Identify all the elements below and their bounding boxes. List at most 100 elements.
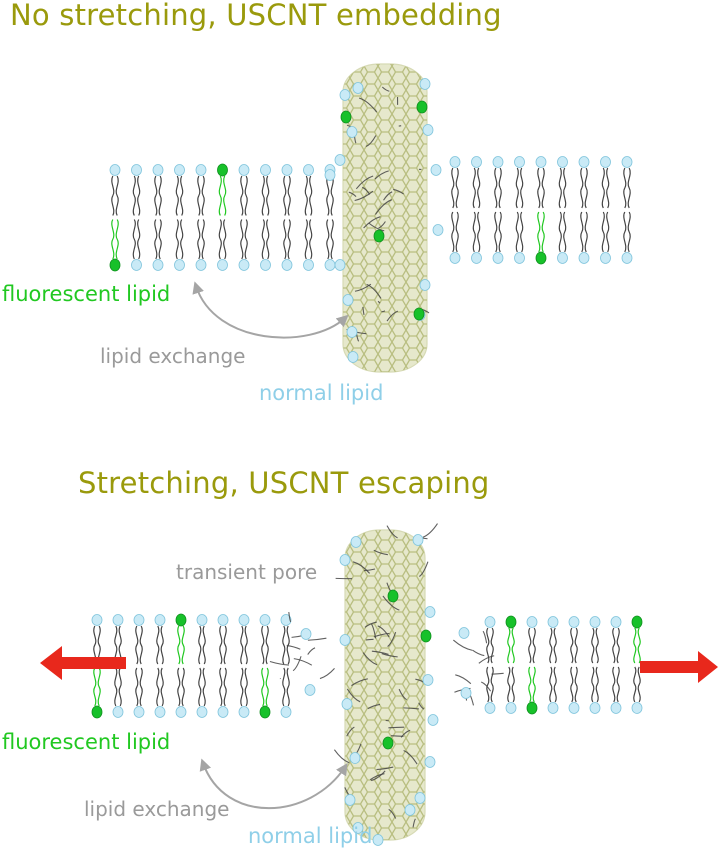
lipid-tail	[154, 219, 158, 260]
lipid-head	[152, 259, 164, 271]
lipid-tail	[197, 175, 201, 216]
panel-2-exchange-label: lipid exchange	[84, 797, 230, 821]
lipid-tail	[135, 667, 139, 707]
lipid-tail	[158, 219, 162, 260]
lipid-tail	[574, 666, 578, 703]
lipid	[610, 616, 622, 664]
lipid-tail	[606, 211, 610, 253]
lipid	[133, 614, 145, 665]
lipid-tail	[198, 667, 202, 707]
disordered-tail	[403, 750, 418, 765]
lipid-tail	[175, 175, 179, 216]
lipid-tail	[244, 667, 248, 707]
fluorescent-lipid	[535, 211, 547, 265]
nanotube-lattice	[345, 530, 425, 840]
lipid-head	[352, 82, 364, 94]
lipid-tail	[472, 167, 476, 209]
lipid-tail	[627, 167, 631, 209]
lipid	[217, 219, 228, 271]
lipid-tail	[156, 625, 160, 665]
lipid-tail	[537, 167, 541, 209]
lipid	[589, 666, 601, 714]
lipid	[621, 211, 633, 264]
lipid	[238, 614, 250, 665]
lipid-head	[174, 259, 185, 271]
lipid-tail	[135, 625, 139, 665]
disordered-tail	[418, 702, 425, 710]
lipid	[154, 614, 166, 665]
disordered-tail	[319, 668, 335, 680]
lipid-head	[339, 634, 351, 646]
fluorescent-head	[526, 701, 538, 715]
lipid-tail	[498, 211, 502, 253]
lipid-tail	[570, 627, 574, 664]
lipid	[568, 616, 580, 664]
lipid-tail	[528, 627, 532, 664]
disordered-tail	[346, 688, 361, 703]
disordered-tail	[307, 637, 327, 641]
lipid-head	[621, 252, 633, 264]
lipid-tail	[97, 667, 101, 707]
lipid-tail	[202, 667, 206, 707]
lipid-tail	[520, 211, 524, 253]
disordered-tail	[363, 568, 376, 572]
lipid-tail	[574, 627, 578, 664]
lipid-tail	[580, 211, 584, 253]
fluorescent-head	[175, 613, 187, 627]
lipid-tail	[118, 667, 122, 707]
lipid-head	[300, 628, 312, 640]
panel-2-title: Stretching, USCNT escaping	[78, 466, 490, 500]
lipid-tail	[223, 175, 227, 216]
lipid-head	[238, 259, 250, 271]
lipid	[238, 164, 250, 216]
lipid-tail	[115, 219, 119, 260]
lipid-head	[432, 224, 444, 236]
lipid-head	[175, 706, 187, 718]
disordered-tail	[355, 175, 374, 190]
disordered-tail	[400, 729, 411, 738]
lipid-head	[195, 259, 207, 271]
lipid-tail	[181, 625, 185, 665]
lipid-tail	[197, 219, 201, 260]
lipid-tail	[201, 175, 205, 216]
lipid	[259, 614, 271, 665]
lipid-tail	[218, 175, 222, 216]
lipid-tail	[591, 666, 595, 703]
lipid-tail	[287, 219, 291, 260]
lipid	[238, 219, 250, 271]
nanotube-lattice	[343, 64, 427, 372]
lipid-tail	[261, 175, 265, 216]
disordered-tail	[364, 621, 377, 628]
lipid-tail	[202, 625, 206, 665]
nanotube-layer	[342, 63, 428, 841]
fluorescent-lipid	[217, 163, 228, 216]
disordered-tail	[383, 191, 393, 201]
lipid-tail	[219, 667, 223, 707]
lipid-head	[460, 687, 472, 699]
lipid	[631, 666, 643, 714]
lipid-head	[514, 156, 525, 168]
fluorescent-head	[217, 163, 228, 177]
lipid-head	[427, 714, 439, 726]
disordered-tail	[472, 649, 485, 657]
lipid-head	[422, 124, 434, 136]
lipid-head	[352, 822, 364, 834]
lipid-head	[600, 156, 611, 168]
lipid-tail	[511, 627, 515, 664]
lipid-head	[324, 259, 336, 271]
disordered-tail	[368, 222, 385, 232]
lipid-head	[195, 164, 207, 176]
disordered-tail	[367, 703, 381, 710]
lipid-head	[334, 259, 346, 271]
disordered-tail	[365, 638, 374, 641]
lipid-tail	[240, 175, 244, 216]
fluorescent-head	[631, 615, 643, 629]
lipid-tail	[326, 219, 330, 260]
lipid-tail	[160, 625, 164, 665]
lipid-head	[347, 351, 359, 363]
lipid-tail	[595, 627, 599, 664]
lipid	[514, 211, 525, 264]
lipid-head	[339, 554, 351, 566]
lipid	[217, 614, 229, 665]
